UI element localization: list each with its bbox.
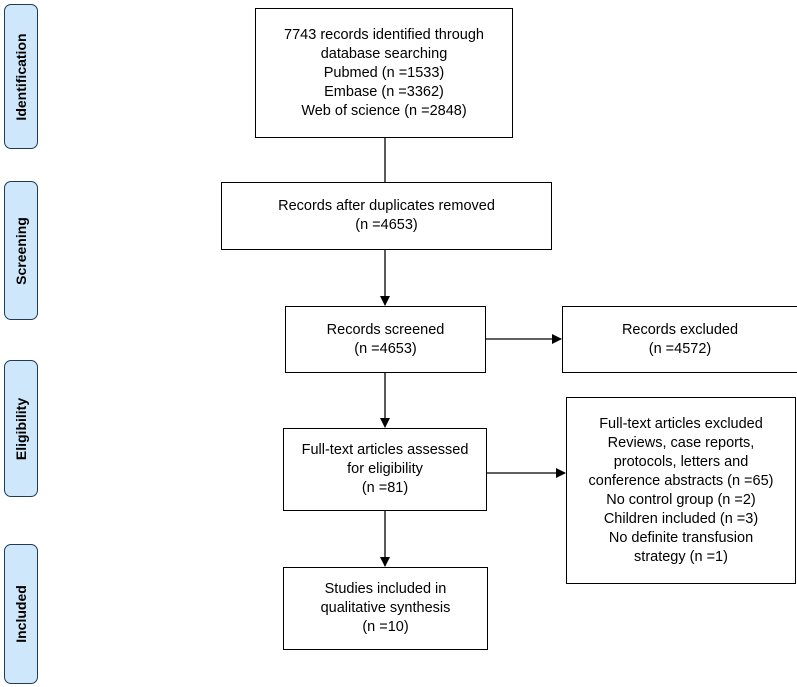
records-screened-box: Records screened (n =4653) [285, 306, 486, 373]
box-line: (n =4572) [648, 340, 712, 357]
box-line: Web of science (n =2848) [301, 102, 467, 119]
box-line: (n =4653) [354, 340, 417, 357]
box-line: Records after duplicates removed [278, 198, 495, 214]
box-line: Studies included in [324, 581, 447, 597]
box-line: database searching [320, 45, 448, 62]
phase-eligibility: Eligibility [4, 360, 38, 497]
box-line: 7743 records identified through [284, 26, 484, 43]
box-line: Records screened [326, 321, 445, 338]
box-line: Records excluded [621, 321, 739, 338]
fulltext-assessed-box: Full-text articles assessed for eligibil… [283, 428, 487, 511]
duplicates-removed-box: Records after duplicates removed (n =465… [221, 182, 552, 250]
box-line: No definite transfusion [608, 529, 754, 546]
phase-screening: Screening [4, 181, 38, 320]
box-line: (n =81) [361, 480, 409, 496]
box-line: qualitative synthesis [320, 600, 451, 616]
box-line: Children included (n =3) [603, 510, 759, 527]
fulltext-excluded-box: Full-text articles excluded Reviews, cas… [566, 397, 796, 584]
phase-identification: Identification [4, 4, 38, 149]
box-line: Embase (n =3362) [324, 83, 444, 100]
box-line: protocols, letters and [613, 453, 749, 470]
box-line: Pubmed (n =1533) [323, 64, 445, 81]
box-line: strategy (n =1) [634, 548, 728, 565]
box-line: (n =4653) [355, 217, 418, 233]
records-excluded-box: Records excluded (n =4572) [562, 306, 797, 373]
box-line: Reviews, case reports, [607, 434, 755, 451]
box-line: Full-text articles assessed [301, 442, 469, 458]
box-line: No control group (n =2) [606, 491, 756, 508]
box-line: Full-text articles excluded [599, 415, 763, 432]
box-line: (n =10) [362, 619, 409, 635]
box-line: conference abstracts (n =65) [588, 472, 774, 489]
studies-included-box: Studies included in qualitative synthesi… [283, 567, 488, 650]
phase-included: Included [4, 544, 38, 684]
records-identified-box: 7743 records identified through database… [255, 8, 513, 138]
box-line: for eligibility [347, 461, 423, 477]
